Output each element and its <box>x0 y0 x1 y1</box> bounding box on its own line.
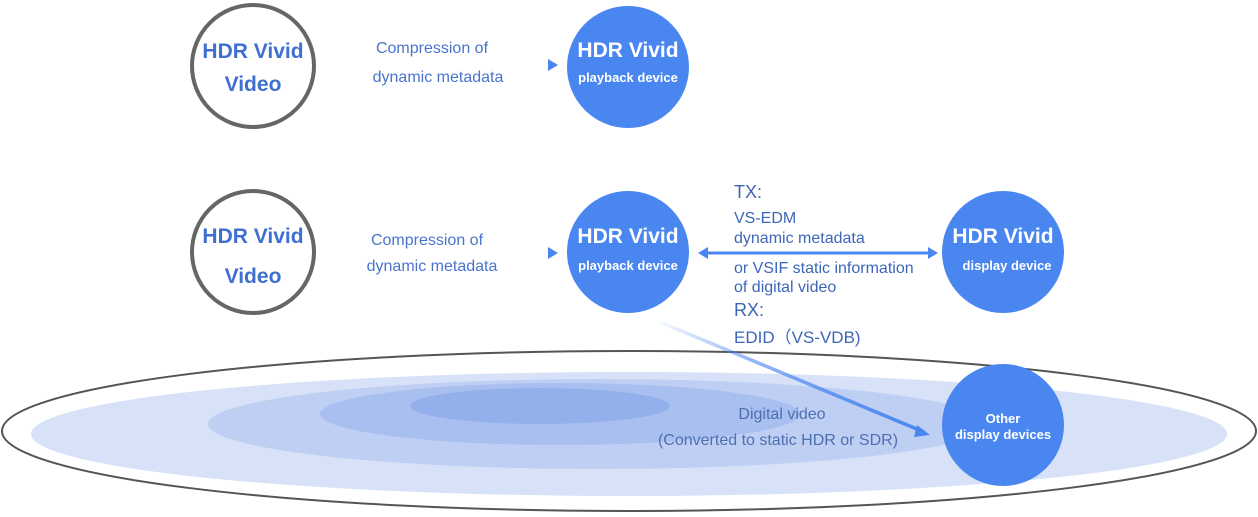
link-vsif: or VSIF static information <box>734 260 914 277</box>
row1-playback-line1: HDR Vivid <box>577 39 678 62</box>
link-dyn-meta: dynamic metadata <box>734 230 865 247</box>
converted-label: (Converted to static HDR or SDR) <box>658 432 898 449</box>
row2-source-line2: Video <box>225 265 282 288</box>
row1-source-line2: Video <box>225 73 282 96</box>
row2-display-line2: display device <box>963 258 1052 273</box>
row2-arrow-label-2: dynamic metadata <box>367 258 498 275</box>
row2-arrowhead <box>548 247 558 259</box>
other-line2: display devices <box>955 427 1051 442</box>
digital-video-label: Digital video <box>738 406 825 423</box>
row1-arrowhead <box>548 59 558 71</box>
row1-playback-line2: playback device <box>578 70 678 85</box>
link-rx-label: RX: <box>734 300 764 320</box>
row2-source-line1: HDR Vivid <box>202 225 303 248</box>
link-tx-label: TX: <box>734 182 762 202</box>
row2-playback-line1: HDR Vivid <box>577 225 678 248</box>
row1-playback-node: HDR Vivid playback device <box>567 6 689 128</box>
row1-source-line1: HDR Vivid <box>202 40 303 63</box>
link-digital-video: of digital video <box>734 279 836 296</box>
row2-playback-node: HDR Vivid playback device <box>567 191 689 313</box>
diagonal-arrowhead <box>914 425 930 437</box>
link-edid: EDID（VS-VDB) <box>734 328 861 347</box>
other-line1: Other <box>986 411 1021 426</box>
row1-arrow-label-2: dynamic metadata <box>373 69 504 86</box>
row2-display-line1: HDR Vivid <box>952 225 1053 248</box>
link-arrowhead-right <box>928 247 938 259</box>
row1-arrow-label-1: Compression of <box>376 40 489 57</box>
row2-display-node: HDR Vivid display device <box>942 191 1064 313</box>
link-arrowhead-left <box>698 247 708 259</box>
link-vs-edm: VS-EDM <box>734 210 796 227</box>
row2-playback-line2: playback device <box>578 258 678 273</box>
other-display-node: Other display devices <box>942 364 1064 486</box>
row2-arrow-label-1: Compression of <box>371 232 484 249</box>
diagonal-arrow <box>659 320 925 434</box>
row1-source-node: HDR Vivid Video <box>190 3 316 129</box>
row2-source-node: HDR Vivid Video <box>190 189 316 315</box>
ground-ellipse <box>1 350 1257 512</box>
